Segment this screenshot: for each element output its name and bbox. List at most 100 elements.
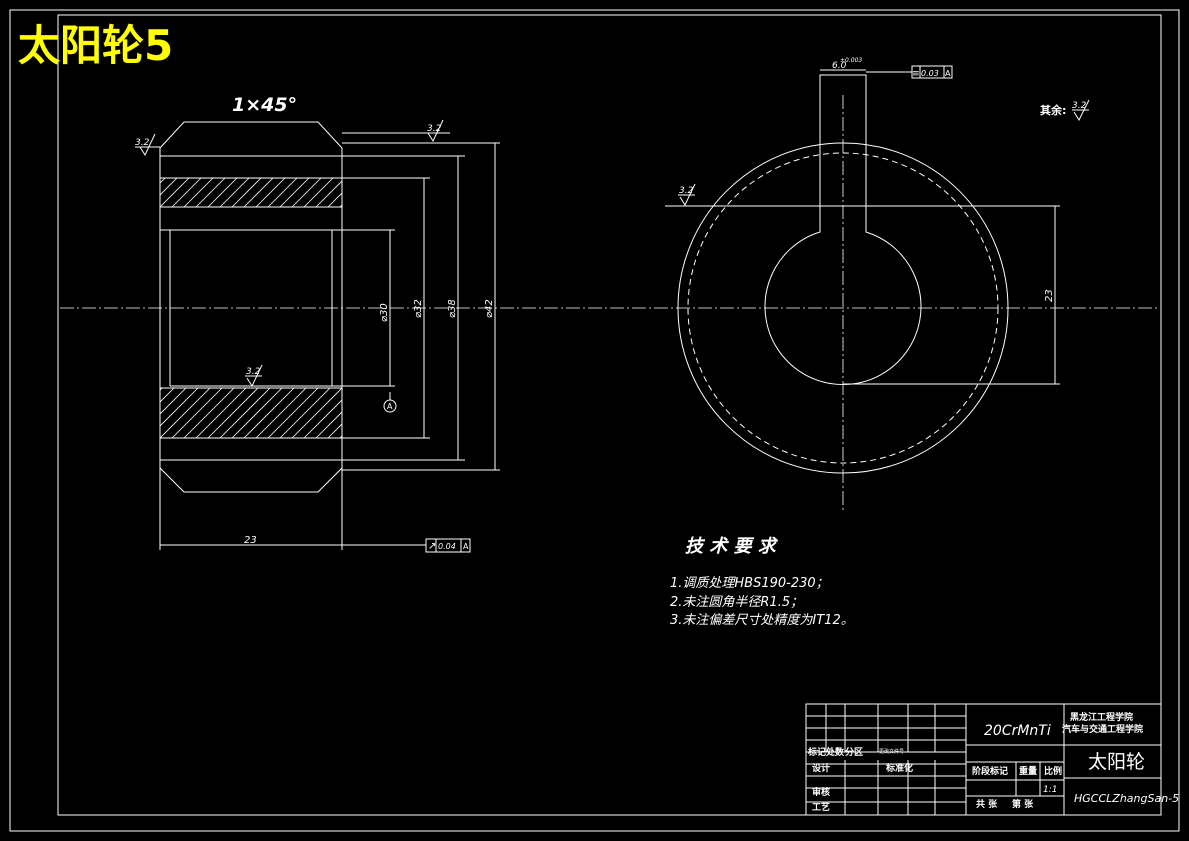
svg-text:3.2: 3.2 <box>1072 101 1087 111</box>
hatch-line <box>207 178 238 207</box>
svg-text:3.2: 3.2 <box>679 186 694 196</box>
runout-frame <box>425 538 471 553</box>
hatch-line <box>303 399 342 438</box>
hatch-line <box>100 388 150 438</box>
roughness-other: 其余: 3.2 <box>1040 99 1090 122</box>
hatch-line <box>231 388 283 438</box>
tech-heading: 技 术 要 求 <box>685 536 779 557</box>
hatch-line <box>124 178 153 207</box>
hatch-line <box>412 178 441 207</box>
hatch-line <box>352 178 381 207</box>
roughness-top: 3.2 <box>342 119 450 143</box>
runout-value: 0.04 <box>438 542 456 551</box>
symmetry-frame <box>911 65 953 79</box>
hatch-line <box>315 411 342 438</box>
end-view: 6.0 ±0.003 ≡ 0.03 A 23 3.2 其余: 3.2 <box>665 57 1090 510</box>
hatch-line <box>160 388 187 415</box>
svg-text:其余:: 其余: <box>1040 103 1066 117</box>
symmetry-value: 0.03 <box>921 69 939 78</box>
hatch-line <box>160 388 211 438</box>
hatch-line <box>388 178 417 207</box>
hatch-line <box>160 178 166 184</box>
chamfer-note: 1×45° <box>232 94 297 116</box>
hatch-line <box>255 388 307 438</box>
tech-item-3: 3.未注偏差尺寸处精度为IT12。 <box>670 613 854 628</box>
hatch-line <box>412 388 462 438</box>
runout-datum: A <box>463 542 469 551</box>
hatch-line <box>219 388 271 438</box>
hatch-line <box>255 178 286 207</box>
dim-d32: ⌀32 <box>413 299 424 318</box>
hatch-line <box>279 178 310 207</box>
symmetry-symbol: ≡ <box>912 69 920 79</box>
hatch-line <box>327 192 342 207</box>
roughness-end: 3.2 <box>678 183 696 207</box>
svg-text:审核: 审核 <box>812 786 830 798</box>
tb-part-name: 太阳轮 <box>1088 751 1145 773</box>
hatch-line <box>160 388 163 391</box>
hatch-line <box>160 178 178 196</box>
hatch-line <box>219 178 250 207</box>
hatch-line <box>376 178 405 207</box>
dim-keyway-depth: 23 <box>1044 289 1055 302</box>
hatch-line <box>160 388 199 427</box>
hatch-line <box>171 178 202 207</box>
tb-material: 20CrMnTi <box>984 723 1051 739</box>
hatch-line <box>376 388 426 438</box>
roughness-bore: 3.2 <box>245 364 263 388</box>
hatch-line <box>267 178 298 207</box>
svg-text:第 张: 第 张 <box>1012 798 1034 810</box>
svg-text:共 张: 共 张 <box>976 798 998 810</box>
svg-text:处数: 处数 <box>825 746 845 758</box>
hatch-line <box>400 178 429 207</box>
hatch-line <box>291 388 342 438</box>
outer-border <box>9 9 1180 832</box>
title-block: 20CrMnTi 黑龙江工程学院 汽车与交通工程学院 太阳轮 HGCCLZhan… <box>805 703 1179 816</box>
hatch-line <box>400 388 450 438</box>
hatch-line <box>243 178 274 207</box>
section-view: 1×45° ⌀ <box>100 94 500 553</box>
tb-drawing-no: HGCCLZhangSan-5 <box>1074 792 1179 805</box>
svg-text:设计: 设计 <box>812 762 830 774</box>
svg-text:3.2: 3.2 <box>135 138 150 148</box>
datum-a-label: A <box>387 402 393 411</box>
hatch-line <box>352 388 402 438</box>
roughness-left: 3.2 <box>135 133 160 157</box>
hatch-line <box>279 388 331 438</box>
svg-text:1:1: 1:1 <box>1043 785 1057 795</box>
hatch-line <box>327 423 342 438</box>
hatch-line <box>195 388 247 438</box>
hatch-line <box>160 178 190 207</box>
svg-text:更改文件号: 更改文件号 <box>879 748 904 755</box>
hatch-line <box>171 388 223 438</box>
svg-text:3.2: 3.2 <box>427 124 442 134</box>
dim-d30: ⌀30 <box>379 303 390 322</box>
pitch-circle <box>687 152 999 464</box>
hatch-line <box>231 178 262 207</box>
hatch-line <box>207 388 259 438</box>
datum-a-marker <box>383 399 397 413</box>
dim-d42: ⌀42 <box>484 299 495 318</box>
hatch-line <box>100 178 129 207</box>
tech-item-1: 1.调质处理HBS190-230； <box>670 576 829 591</box>
dim-keyway-width: 6.0 <box>832 61 847 71</box>
hatch-line <box>364 388 414 438</box>
hatch-line <box>303 178 334 207</box>
hatch-line <box>243 388 295 438</box>
hatch-line <box>291 178 322 207</box>
svg-text:比例: 比例 <box>1044 765 1062 777</box>
hatch-line <box>267 388 319 438</box>
tech-item-2: 2.未注圆角半径R1.5； <box>670 595 803 610</box>
dim-d38: ⌀38 <box>447 299 458 318</box>
symmetry-datum: A <box>945 69 951 78</box>
svg-text:3.2: 3.2 <box>246 367 261 377</box>
technical-requirements: 技 术 要 求 1.调质处理HBS190-230； 2.未注圆角半径R1.5； … <box>670 536 854 628</box>
runout-symbol: ↗ <box>428 541 436 552</box>
hatch-line <box>112 178 141 207</box>
tb-dept: 汽车与交通工程学院 <box>1062 723 1143 735</box>
hatch-line <box>339 204 342 207</box>
svg-text:标准化: 标准化 <box>885 762 913 774</box>
svg-text:标记: 标记 <box>807 746 826 758</box>
hatch-line <box>195 178 226 207</box>
